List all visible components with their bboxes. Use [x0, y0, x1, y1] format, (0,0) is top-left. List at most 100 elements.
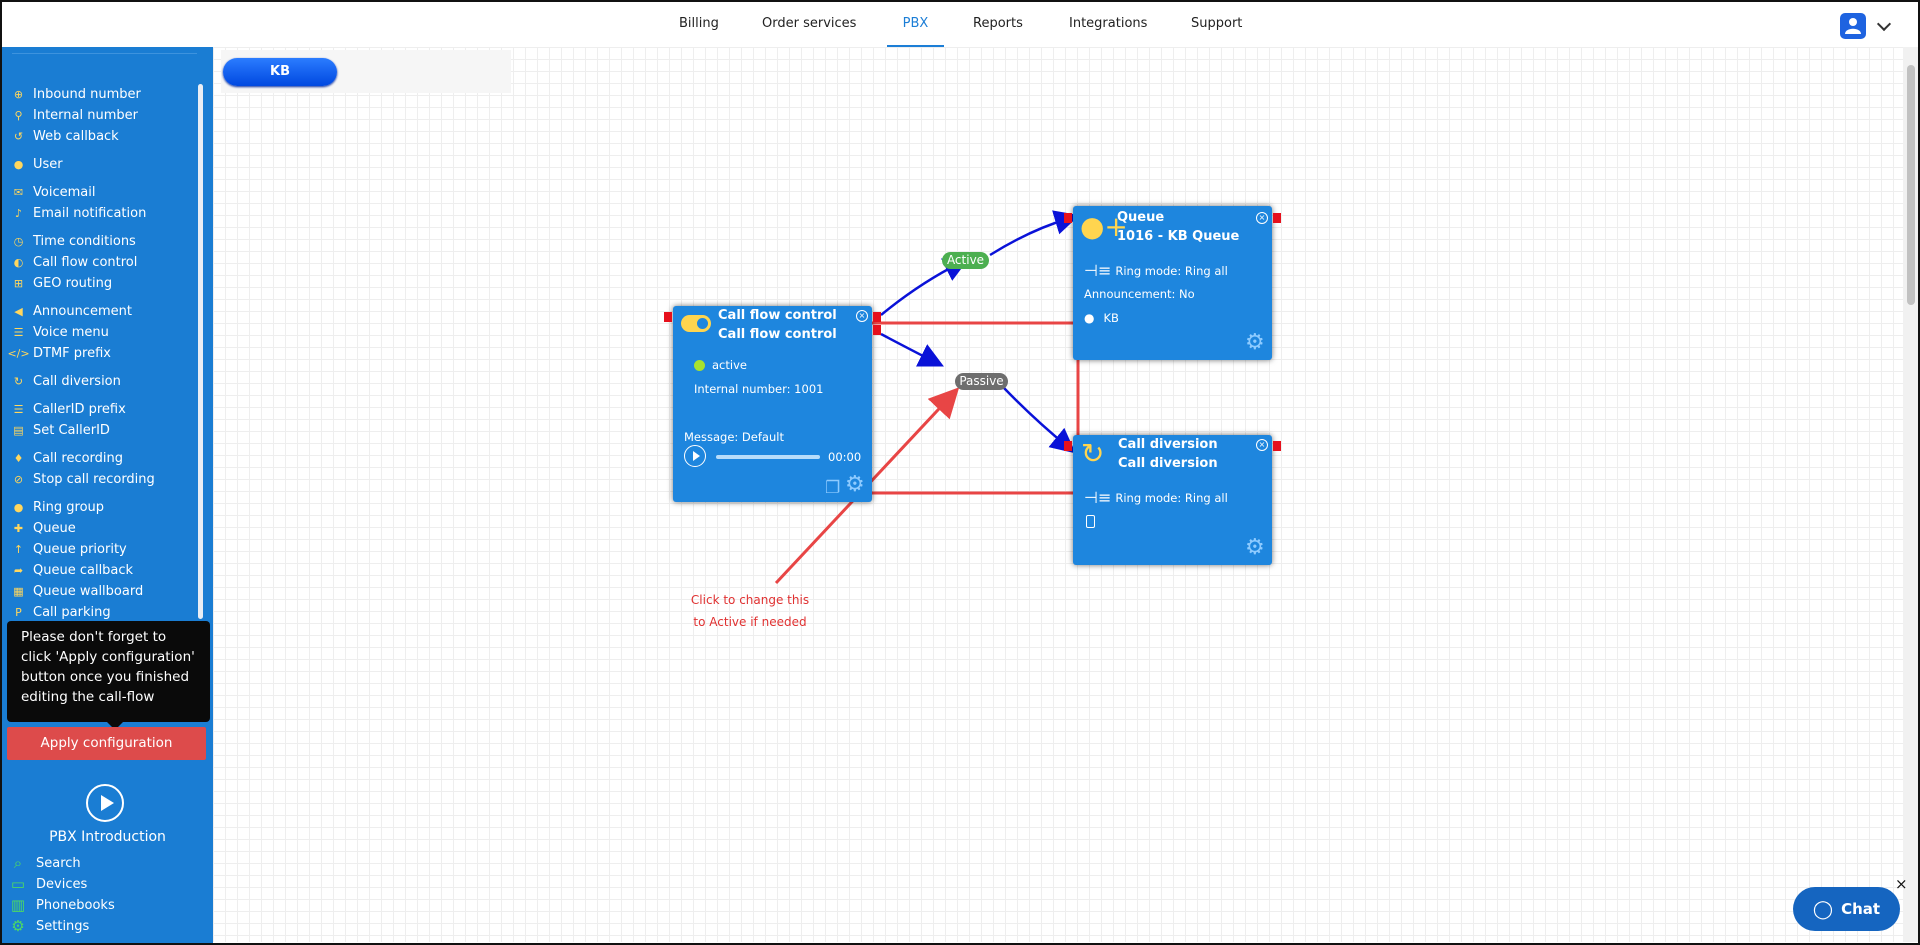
sidebar-devices[interactable]: ▭Devices — [10, 874, 87, 894]
sidebar-item-announcement[interactable]: ◀Announcement — [12, 301, 132, 321]
input-port[interactable] — [664, 312, 672, 322]
sidebar-item-call-diversion[interactable]: ↻Call diversion — [12, 371, 121, 391]
sidebar-phonebooks[interactable]: ▥Phonebooks — [10, 895, 115, 915]
search-icon: ⌕ — [13, 854, 23, 872]
chat-button[interactable]: ◯ Chat — [1793, 887, 1900, 931]
gear-icon[interactable]: ⚙ — [1245, 330, 1265, 355]
location-pin-icon: ⚲ — [14, 108, 23, 122]
play-icon[interactable] — [86, 784, 124, 822]
user-icon: ● — [13, 157, 24, 171]
tab-reports[interactable]: Reports — [973, 16, 1023, 31]
tab-support[interactable]: Support — [1191, 16, 1243, 31]
sidebar-item-voice-menu[interactable]: ☰Voice menu — [12, 322, 109, 342]
user-icon: ● — [1084, 311, 1095, 325]
sidebar-divider — [12, 53, 197, 54]
active-connection[interactable] — [880, 258, 969, 316]
internal-number: Internal number: 1001 — [694, 382, 824, 396]
sidebar-bottom-label: Settings — [36, 918, 90, 934]
sidebar-scrollbar[interactable] — [198, 84, 203, 619]
output-port[interactable] — [1273, 441, 1281, 451]
sidebar-item-label: Ring group — [33, 499, 105, 515]
redo-icon: ↻ — [1081, 437, 1105, 470]
ring-mode-icon: ⊣≡ — [1084, 261, 1112, 280]
sidebar-item-queue-wallboard[interactable]: ▦Queue wallboard — [12, 581, 143, 601]
edge-label-active[interactable]: Active — [942, 252, 989, 269]
list-icon: ☰ — [13, 402, 24, 416]
sidebar-item-internal-number[interactable]: ⚲Internal number — [12, 105, 138, 125]
chat-bubble-icon: ◯ — [1812, 898, 1834, 920]
sidebar-search[interactable]: ⌕Search — [10, 853, 81, 873]
output-port-passive[interactable] — [873, 325, 881, 335]
sidebar-item-stop-call-recording[interactable]: ⊘Stop call recording — [12, 469, 155, 489]
list-icon: ☰ — [13, 325, 24, 339]
annotation-line-2: to Active if needed — [693, 615, 807, 629]
sidebar-item-geo-routing[interactable]: ⊞GEO routing — [12, 273, 112, 293]
megaphone-icon: ◀ — [14, 304, 23, 318]
user-plus-icon: ●+ — [1080, 210, 1128, 243]
tab-integrations[interactable]: Integrations — [1069, 16, 1148, 31]
kb-button[interactable]: KB — [223, 58, 337, 86]
input-port[interactable] — [1064, 213, 1072, 223]
sidebar-item-call-recording[interactable]: ♦Call recording — [12, 448, 123, 468]
sidebar-item-queue[interactable]: ✚Queue — [12, 518, 76, 538]
sidebar-item-call-flow-control[interactable]: ◐Call flow control — [12, 252, 138, 272]
sidebar-item-inbound-number[interactable]: ⊕Inbound number — [12, 84, 141, 104]
code-icon: </> — [7, 346, 30, 360]
mobile-phone-icon — [1086, 515, 1095, 528]
playback-progress[interactable] — [716, 455, 820, 459]
sidebar-item-callerid-prefix[interactable]: ☰CallerID prefix — [12, 399, 126, 419]
edge-label-passive[interactable]: Passive — [955, 373, 1008, 390]
input-port[interactable] — [1064, 441, 1072, 451]
sidebar-item-email-notification[interactable]: ♪Email notification — [12, 203, 146, 223]
sidebar-item-time-conditions[interactable]: ◷Time conditions — [12, 231, 136, 251]
ring-mode-text: Ring mode: Ring all — [1115, 490, 1228, 505]
canvas-scrollbar[interactable] — [1903, 47, 1918, 942]
chat-label: Chat — [1841, 900, 1881, 918]
node-subtitle: Call diversion — [1118, 456, 1218, 471]
node-queue[interactable]: ●+ Queue 1016 - KB Queue × ⊣≡Ring mode: … — [1073, 206, 1272, 360]
node-title: Call flow control — [718, 308, 837, 323]
copy-icon[interactable]: ❐ — [825, 478, 841, 498]
apply-configuration-button[interactable]: Apply configuration — [7, 727, 206, 760]
close-icon[interactable]: × — [1256, 439, 1268, 451]
sidebar-item-queue-callback[interactable]: ➦Queue callback — [12, 560, 133, 580]
node-call-diversion[interactable]: ↻ Call diversion Call diversion × ⊣≡Ring… — [1073, 435, 1272, 565]
sidebar-item-set-callerid[interactable]: ▤Set CallerID — [12, 420, 110, 440]
sidebar-settings[interactable]: ⚙Settings — [10, 916, 89, 936]
passive-connection[interactable] — [880, 332, 944, 367]
status-dot-icon — [694, 359, 705, 371]
sidebar-item-label: Call recording — [33, 450, 124, 466]
passive-connection-end[interactable] — [1003, 387, 1076, 454]
sidebar-item-dtmf-prefix[interactable]: </>DTMF prefix — [7, 343, 111, 363]
sidebar-item-label: Call flow control — [33, 254, 138, 270]
tab-pbx[interactable]: PBX — [887, 2, 944, 47]
gear-icon[interactable]: ⚙ — [845, 472, 865, 497]
annotation-line-1: Click to change this — [690, 593, 810, 607]
sidebar-item-queue-priority[interactable]: ↑Queue priority — [12, 539, 127, 559]
sidebar-item-ring-group[interactable]: ●Ring group — [12, 497, 104, 517]
gear-icon[interactable]: ⚙ — [1245, 535, 1265, 560]
output-port[interactable] — [1273, 213, 1281, 223]
user-plus-icon: ✚ — [13, 521, 24, 535]
redo-icon: ↻ — [13, 374, 24, 388]
node-call-flow-control[interactable]: Call flow control Call flow control × ac… — [673, 306, 872, 502]
sidebar-item-user[interactable]: ●User — [12, 154, 63, 174]
close-icon[interactable]: × — [1256, 212, 1268, 224]
user-avatar-button[interactable] — [1840, 13, 1866, 39]
tab-order-services[interactable]: Order services — [762, 16, 857, 31]
output-port-active[interactable] — [873, 312, 881, 322]
close-icon[interactable]: × — [856, 310, 868, 322]
sidebar-item-voicemail[interactable]: ✉Voicemail — [12, 182, 96, 202]
sidebar-item-web-callback[interactable]: ↺Web callback — [12, 126, 119, 146]
pbx-introduction-label[interactable]: PBX Introduction — [49, 829, 166, 845]
tab-billing[interactable]: Billing — [679, 16, 719, 31]
scrollbar-thumb[interactable] — [1907, 65, 1915, 305]
active-connection-end[interactable] — [989, 210, 1080, 257]
plus-circle-icon: ⊕ — [13, 87, 24, 101]
chat-close-icon[interactable]: × — [1895, 875, 1908, 893]
sidebar-item-label: Web callback — [33, 128, 119, 144]
play-icon[interactable] — [684, 445, 706, 467]
sidebar-item-label: Call parking — [33, 604, 111, 620]
